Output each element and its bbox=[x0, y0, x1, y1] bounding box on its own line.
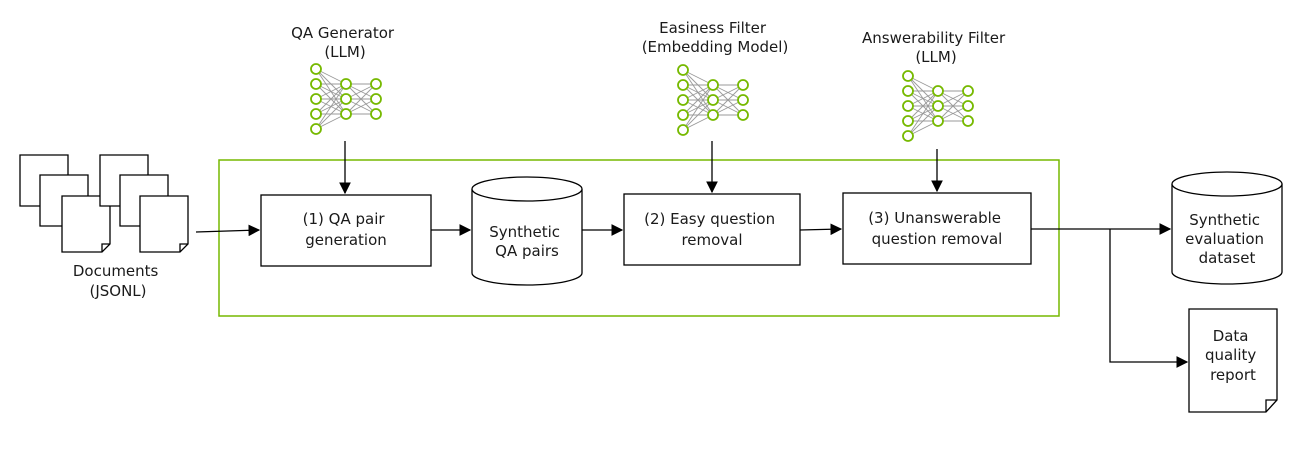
network-node bbox=[932, 100, 944, 112]
network-node bbox=[370, 78, 382, 90]
eval-dataset-store bbox=[1171, 171, 1283, 285]
network-node bbox=[310, 78, 322, 90]
unanswerable-removal-step bbox=[842, 192, 1032, 265]
network-node bbox=[707, 79, 719, 91]
eval-dataset-label: Synthetic evaluation dataset bbox=[1185, 211, 1269, 267]
documents-label: Documents (JSONL) bbox=[73, 262, 163, 300]
network-node bbox=[310, 93, 322, 105]
network-node bbox=[962, 115, 974, 127]
network-node bbox=[370, 108, 382, 120]
network-edge bbox=[345, 83, 377, 115]
network-node bbox=[737, 79, 749, 91]
network-node bbox=[902, 130, 914, 142]
network-node bbox=[310, 108, 322, 120]
network-edge bbox=[907, 105, 939, 137]
network-edge bbox=[682, 84, 714, 131]
network-node bbox=[707, 94, 719, 106]
documents-stack-icon bbox=[19, 154, 189, 253]
answerability-filter-network-icon bbox=[902, 70, 974, 142]
network-node bbox=[677, 109, 689, 121]
network-node bbox=[340, 93, 352, 105]
network-node bbox=[737, 94, 749, 106]
network-node bbox=[340, 78, 352, 90]
report-document-icon bbox=[1188, 308, 1278, 413]
network-node bbox=[902, 85, 914, 97]
network-edge bbox=[315, 98, 347, 130]
answerability-filter-label: Answerability Filter (LLM) bbox=[862, 29, 1010, 66]
network-node bbox=[962, 100, 974, 112]
network-node bbox=[902, 100, 914, 112]
easy-removal-step bbox=[623, 193, 801, 266]
network-edge bbox=[682, 84, 714, 116]
synthetic-qa-label: Synthetic QA pairs bbox=[489, 223, 565, 260]
network-edge bbox=[907, 90, 939, 122]
network-node bbox=[310, 63, 322, 75]
network-node bbox=[737, 109, 749, 121]
network-edge bbox=[937, 90, 969, 122]
network-node bbox=[677, 79, 689, 91]
report-label: Data quality report bbox=[1205, 327, 1261, 384]
network-node bbox=[370, 93, 382, 105]
network-node bbox=[310, 123, 322, 135]
qa-generator-network-icon bbox=[310, 63, 382, 135]
network-node bbox=[677, 124, 689, 136]
synthetic-qa-store bbox=[471, 176, 583, 286]
network-node bbox=[902, 70, 914, 82]
network-edge bbox=[712, 84, 744, 116]
network-node bbox=[677, 64, 689, 76]
network-edge bbox=[682, 99, 714, 131]
network-node bbox=[932, 85, 944, 97]
network-node bbox=[707, 109, 719, 121]
qa-generation-label: (1) QA pair generation bbox=[303, 210, 390, 249]
unanswerable-removal-label: (3) Unanswerable question removal bbox=[868, 209, 1006, 248]
easy-removal-label: (2) Easy question removal bbox=[644, 210, 780, 249]
flow-connectors bbox=[195, 141, 1189, 368]
network-edge bbox=[907, 90, 939, 137]
network-node bbox=[962, 85, 974, 97]
network-node bbox=[902, 115, 914, 127]
network-edge bbox=[315, 83, 347, 130]
easiness-filter-label: Easiness Filter (Embedding Model) bbox=[642, 19, 789, 56]
qa-generator-label: QA Generator (LLM) bbox=[291, 24, 399, 61]
easiness-filter-network-icon bbox=[677, 64, 749, 136]
pipeline-boundary bbox=[218, 159, 1060, 317]
network-node bbox=[932, 115, 944, 127]
network-edge bbox=[315, 83, 347, 115]
network-node bbox=[340, 108, 352, 120]
network-node bbox=[677, 94, 689, 106]
